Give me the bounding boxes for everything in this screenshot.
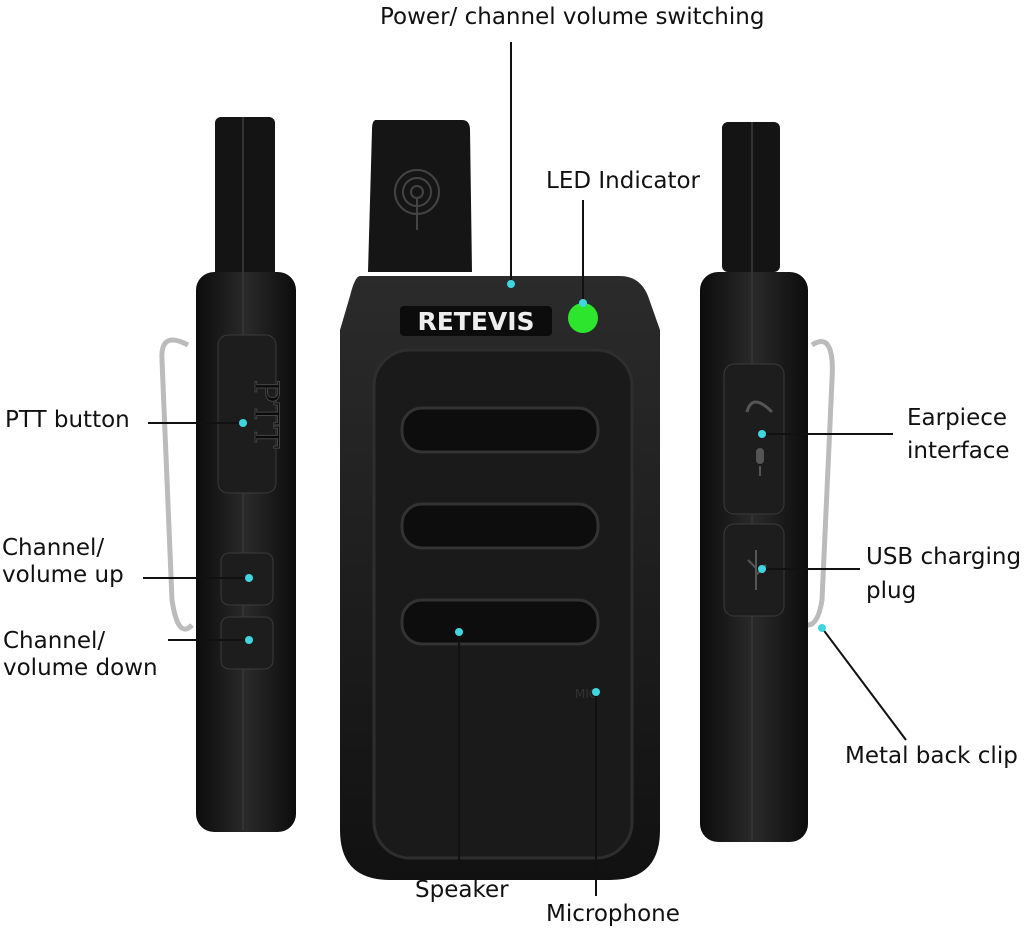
metal-back-clip xyxy=(807,339,835,628)
microphone-icon xyxy=(756,448,764,476)
label-channel-up-line1: Channel/ xyxy=(2,535,105,561)
label-speaker: Speaker xyxy=(415,877,509,903)
brand-logo: RETEVIS xyxy=(417,307,534,336)
marker-dot xyxy=(758,430,766,438)
ptt-key-text: PTT xyxy=(246,380,286,449)
label-channel-down-line2: volume down xyxy=(3,655,158,681)
label-usb-line1: USB charging xyxy=(866,544,1022,570)
led-indicator xyxy=(568,303,598,333)
marker-dot xyxy=(758,565,766,573)
left-side-view: PTT xyxy=(159,117,296,832)
speaker-grille xyxy=(400,502,600,550)
ptt-button xyxy=(217,334,277,494)
label-earpiece-line1: Earpiece xyxy=(907,405,1008,431)
label-led-indicator: LED Indicator xyxy=(546,168,701,194)
left-clip xyxy=(159,337,194,632)
marker-dot xyxy=(245,636,253,644)
label-ptt-button: PTT button xyxy=(5,407,130,433)
marker-dot xyxy=(245,574,253,582)
right-side-view xyxy=(700,122,835,842)
marker-dots xyxy=(239,280,826,696)
clip-leader xyxy=(821,627,907,741)
signal-icon xyxy=(394,169,440,230)
label-earpiece-line2: interface xyxy=(907,438,1010,464)
marker-dot xyxy=(818,624,826,632)
label-channel-up-line2: volume up xyxy=(2,562,124,588)
label-microphone: Microphone xyxy=(546,901,680,927)
label-metal-back-clip: Metal back clip xyxy=(845,743,1018,769)
label-power-switch: Power/ channel volume switching xyxy=(380,4,765,30)
speaker-grille xyxy=(400,598,600,646)
marker-dot xyxy=(455,628,463,636)
label-usb-line2: plug xyxy=(866,578,917,604)
label-channel-down-line1: Channel/ xyxy=(3,628,106,654)
marker-dot xyxy=(579,299,587,307)
marker-dot xyxy=(239,419,247,427)
front-view: RETEVIS MIC xyxy=(340,120,660,880)
headphone-icon xyxy=(745,400,774,414)
speaker-grille xyxy=(400,406,600,454)
mic-mark: MIC xyxy=(575,687,597,701)
leader-lines xyxy=(143,42,907,896)
marker-dot xyxy=(507,280,515,288)
marker-dot xyxy=(592,688,600,696)
